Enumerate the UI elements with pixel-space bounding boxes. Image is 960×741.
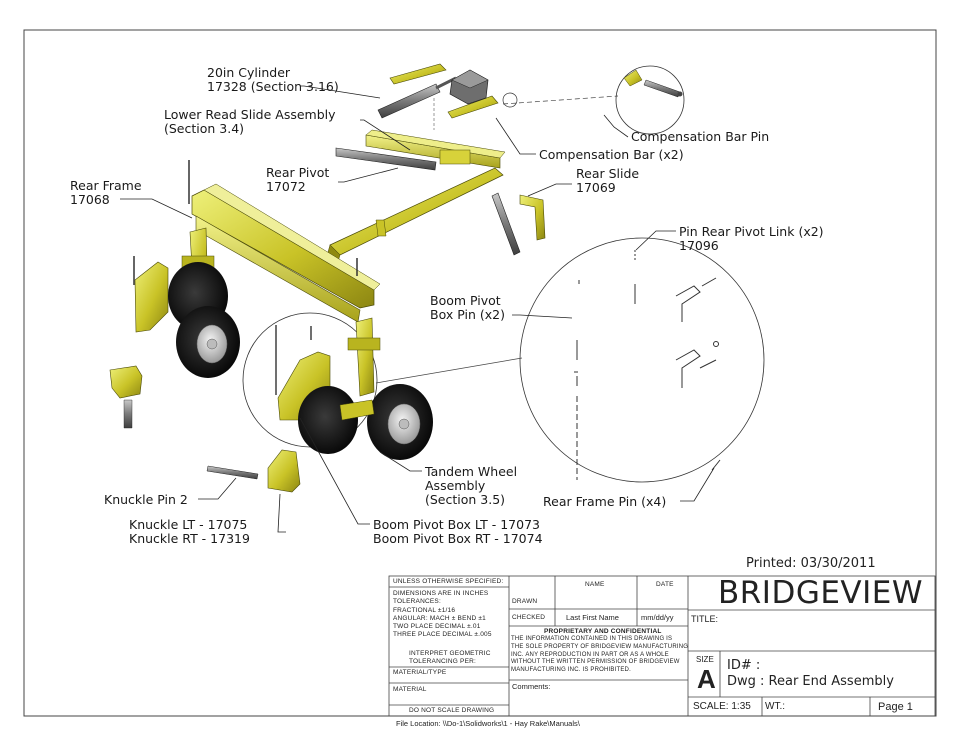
lower-cylinder: [491, 192, 521, 256]
callout-comp-bar: Compensation Bar (x2): [539, 147, 684, 162]
material-type: MATERIAL/TYPE: [393, 669, 447, 676]
right-rear-tire: [298, 386, 358, 454]
dwg-label: Dwg : Rear End Assembly: [727, 674, 894, 689]
do-not-scale: DO NOT SCALE DRAWING: [409, 707, 495, 714]
proprietary-text: THE INFORMATION CONTAINED IN THIS DRAWIN…: [511, 636, 689, 674]
callout-knuckle: Knuckle LT - 17075 Knuckle RT - 17319: [129, 517, 250, 546]
name-header: NAME: [585, 581, 605, 588]
callout-rear-frame-pin: Rear Frame Pin (x4): [543, 494, 667, 509]
callout-rear-slide: Rear Slide 17069: [576, 166, 640, 195]
page-number: Page 1: [878, 701, 913, 713]
drawn-label: DRAWN: [512, 598, 538, 605]
title-block-frame: [388, 575, 936, 717]
scale-label: SCALE: 1:35: [693, 701, 751, 712]
proprietary-title: PROPRIETARY AND CONFIDENTIAL: [544, 628, 662, 635]
size-label: SIZE: [696, 655, 714, 664]
date-header: DATE: [656, 581, 674, 588]
title-label: TITLE:: [691, 614, 719, 624]
callout-pin-rear-pivot-link: Pin Rear Pivot Link (x2) 17096: [679, 224, 824, 253]
knuckle-pin-part: [206, 465, 259, 480]
rear-pivot-rod: [335, 147, 437, 171]
callout-rear-pivot: Rear Pivot 17072: [266, 165, 330, 194]
exploded-assembly: [109, 63, 765, 533]
geometric-tolerancing: INTERPRET GEOMETRIC TOLERANCING PER:: [409, 650, 491, 666]
size-value: A: [697, 664, 716, 694]
rear-frame-right-post: [355, 317, 375, 397]
callout-lower-slide: Lower Read Slide Assembly (Section 3.4): [164, 107, 336, 136]
knuckle-lt-part: [109, 365, 143, 399]
comp-bar-bottom: [447, 95, 499, 119]
callout-rear-frame: Rear Frame 17068: [70, 178, 142, 207]
file-location: File Location: \\Do-1\Solidworks\1 - Hay…: [396, 719, 580, 728]
detail-circle-pin: [615, 65, 685, 135]
callout-knuckle-pin: Knuckle Pin 2: [104, 492, 188, 507]
checked-name: Last First Name: [566, 613, 619, 622]
callout-tandem-wheel: Tandem Wheel Assembly (Section 3.5): [425, 464, 518, 507]
company-name: BRIDGEVIEW: [718, 575, 924, 611]
weight-label: WT.:: [765, 701, 785, 712]
callout-comp-pin: Compensation Bar Pin: [631, 129, 770, 144]
callout-boom-pivot-pin: Boom Pivot Box Pin (x2): [430, 293, 505, 322]
cylinder-20in: [377, 76, 457, 119]
id-label: ID# :: [727, 658, 761, 673]
callout-cylinder: 20in Cylinder 17328 (Section 3.16): [207, 65, 339, 94]
callout-boom-pivot-box: Boom Pivot Box LT - 17073 Boom Pivot Box…: [373, 517, 543, 546]
printed-date: Printed: 03/30/2011: [746, 556, 876, 571]
comments-label: Comments:: [512, 682, 551, 691]
material-finish: MATERIAL: [393, 686, 427, 693]
rear-frame: [181, 183, 381, 397]
knuckle-rt-part: [267, 449, 301, 493]
detail-circle-large: [519, 237, 765, 483]
rear-slide-leg: [519, 194, 546, 241]
leader-lines: [120, 85, 715, 533]
boom-pivot-box-lt: [134, 261, 169, 333]
checked-date: mm/dd/yy: [641, 613, 674, 622]
checked-label: CHECKED: [512, 614, 546, 621]
comp-bar-top: [389, 63, 447, 85]
tolerance-notes: UNLESS OTHERWISE SPECIFIED: DIMENSIONS A…: [393, 578, 504, 639]
detail-pins: [574, 250, 721, 480]
rear-slide-beam: [329, 167, 504, 256]
